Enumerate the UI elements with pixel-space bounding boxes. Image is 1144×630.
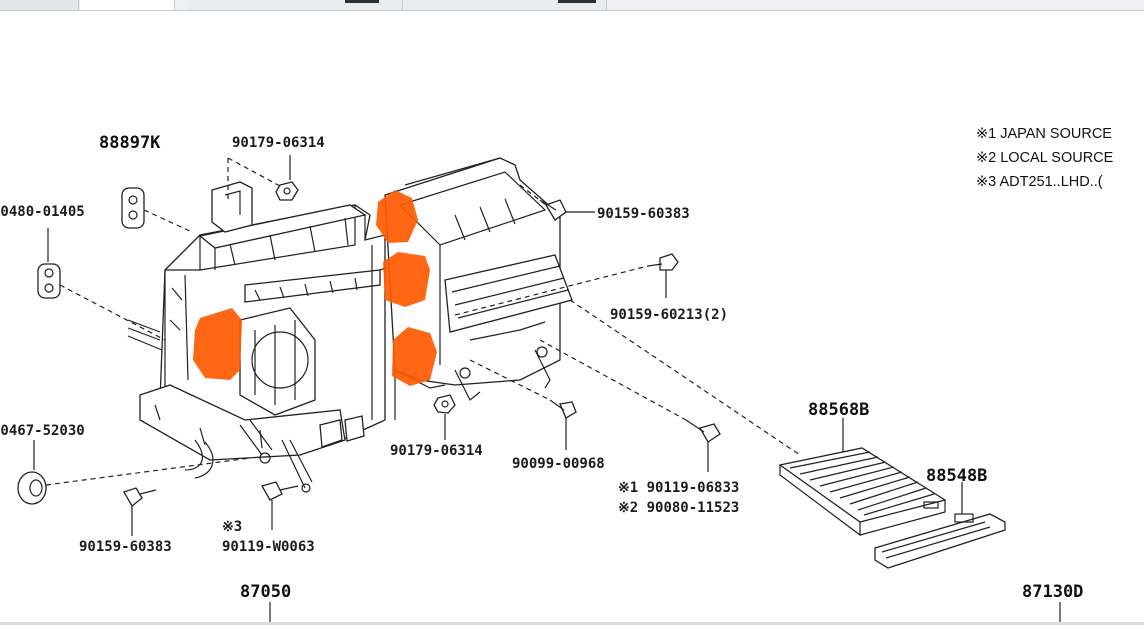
label-note-3-mark: ※3 bbox=[222, 519, 242, 535]
label-90119-w0063: 90119-W0063 bbox=[222, 539, 315, 555]
label-90179-06314-top: 90179-06314 bbox=[232, 135, 325, 151]
bolt-90119-w0063 bbox=[261, 481, 299, 530]
note-1: ※1 JAPAN SOURCE bbox=[976, 126, 1112, 142]
tab-2-active[interactable] bbox=[80, 0, 175, 10]
clip-88897k bbox=[121, 187, 193, 233]
label-90119-06833: ※1 90119-06833 bbox=[618, 480, 739, 496]
grommet-90467-52030 bbox=[17, 440, 251, 505]
highlight-clip-left bbox=[193, 308, 242, 380]
browser-tab-strip bbox=[0, 0, 1144, 11]
evaporator-housing bbox=[384, 157, 573, 401]
label-87130d: 87130D bbox=[1022, 582, 1083, 602]
nut-90179-06314-top bbox=[227, 155, 299, 201]
bolt-90159-60383-top bbox=[519, 184, 595, 221]
label-90159-60383-bottom: 90159-60383 bbox=[79, 539, 172, 555]
nut-90179-06314-bottom bbox=[433, 394, 456, 440]
label-90179-06314-bottom: 90179-06314 bbox=[390, 443, 483, 459]
tab-4[interactable] bbox=[404, 0, 607, 10]
label-87050: 87050 bbox=[240, 582, 291, 602]
highlight-clip-top bbox=[376, 190, 418, 243]
highlight-clip-lower bbox=[392, 327, 437, 386]
tab-3-marker bbox=[345, 0, 379, 3]
label-88548b: 88548B bbox=[926, 466, 987, 486]
tab-4-marker bbox=[558, 0, 596, 3]
label-88897k: 88897K bbox=[99, 133, 161, 153]
filter-cover-88548b bbox=[874, 482, 1006, 569]
tab-3[interactable] bbox=[188, 0, 403, 10]
bolt-90159-60213 bbox=[454, 253, 679, 316]
heater-unit-assembly bbox=[127, 181, 396, 493]
screw-90099-00968 bbox=[469, 359, 577, 450]
parts-diagram: 88897K 90179-06314 90480-01405 90159-603… bbox=[0, 11, 1144, 625]
highlight-clip-middle bbox=[383, 252, 430, 307]
bottom-border bbox=[0, 622, 1144, 625]
highlight-marks bbox=[193, 190, 437, 386]
note-2: ※2 LOCAL SOURCE bbox=[976, 150, 1114, 166]
label-90467-52030: 90467-52030 bbox=[0, 423, 85, 439]
bolt-90159-60383-bottom bbox=[123, 487, 157, 536]
label-90099-00968: 90099-00968 bbox=[512, 456, 605, 472]
label-90159-60213: 90159-60213(2) bbox=[610, 307, 728, 323]
label-90480-01405: 90480-01405 bbox=[0, 204, 85, 220]
label-88568b: 88568B bbox=[808, 400, 869, 420]
tab-1[interactable] bbox=[0, 0, 79, 10]
bolt-90119-06833 bbox=[539, 339, 721, 472]
filter-88568b bbox=[569, 299, 947, 537]
clip-90480-01405 bbox=[37, 228, 166, 341]
note-3: ※3 ADT251..LHD..( bbox=[976, 174, 1103, 190]
label-90159-60383-top: 90159-60383 bbox=[597, 206, 690, 222]
label-90080-11523: ※2 90080-11523 bbox=[618, 500, 739, 516]
